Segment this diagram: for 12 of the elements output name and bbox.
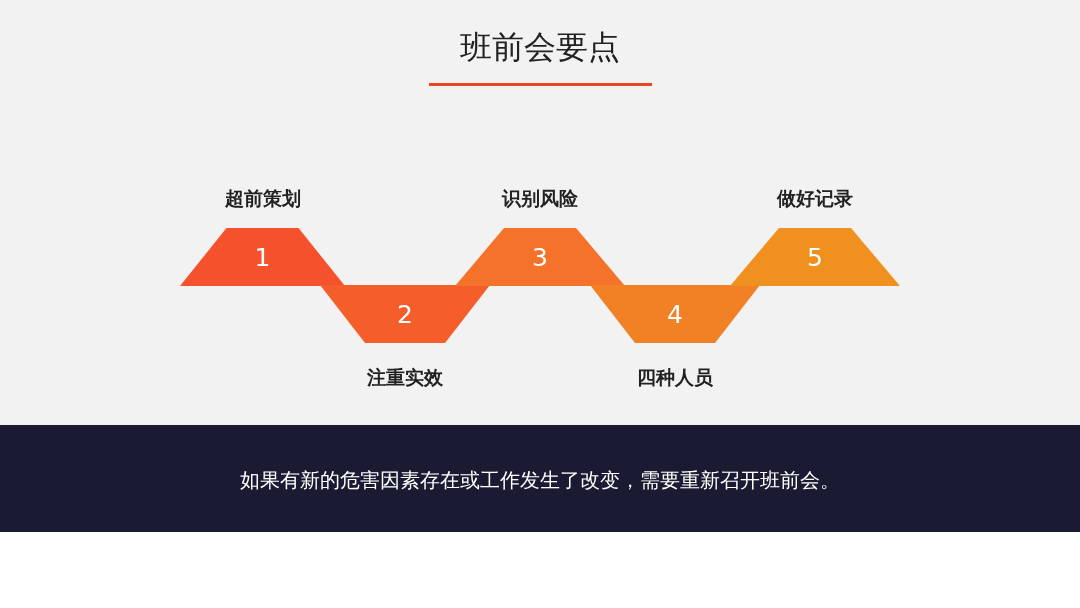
step-label: 做好记录 [777,186,853,211]
step-label: 识别风险 [502,186,578,211]
step-label: 注重实效 [367,365,443,390]
step-number: 5 [807,242,823,272]
step-number: 3 [532,242,548,272]
step-label: 四种人员 [637,365,713,390]
title: 班前会要点 [459,27,621,68]
caption: 如果有新的危害因素存在或工作发生了改变，需要重新召开班前会。 [240,468,840,492]
step-number: 1 [254,242,271,272]
step-number: 2 [397,299,413,329]
step-number: 4 [667,299,683,329]
step-label: 超前策划 [224,186,301,211]
